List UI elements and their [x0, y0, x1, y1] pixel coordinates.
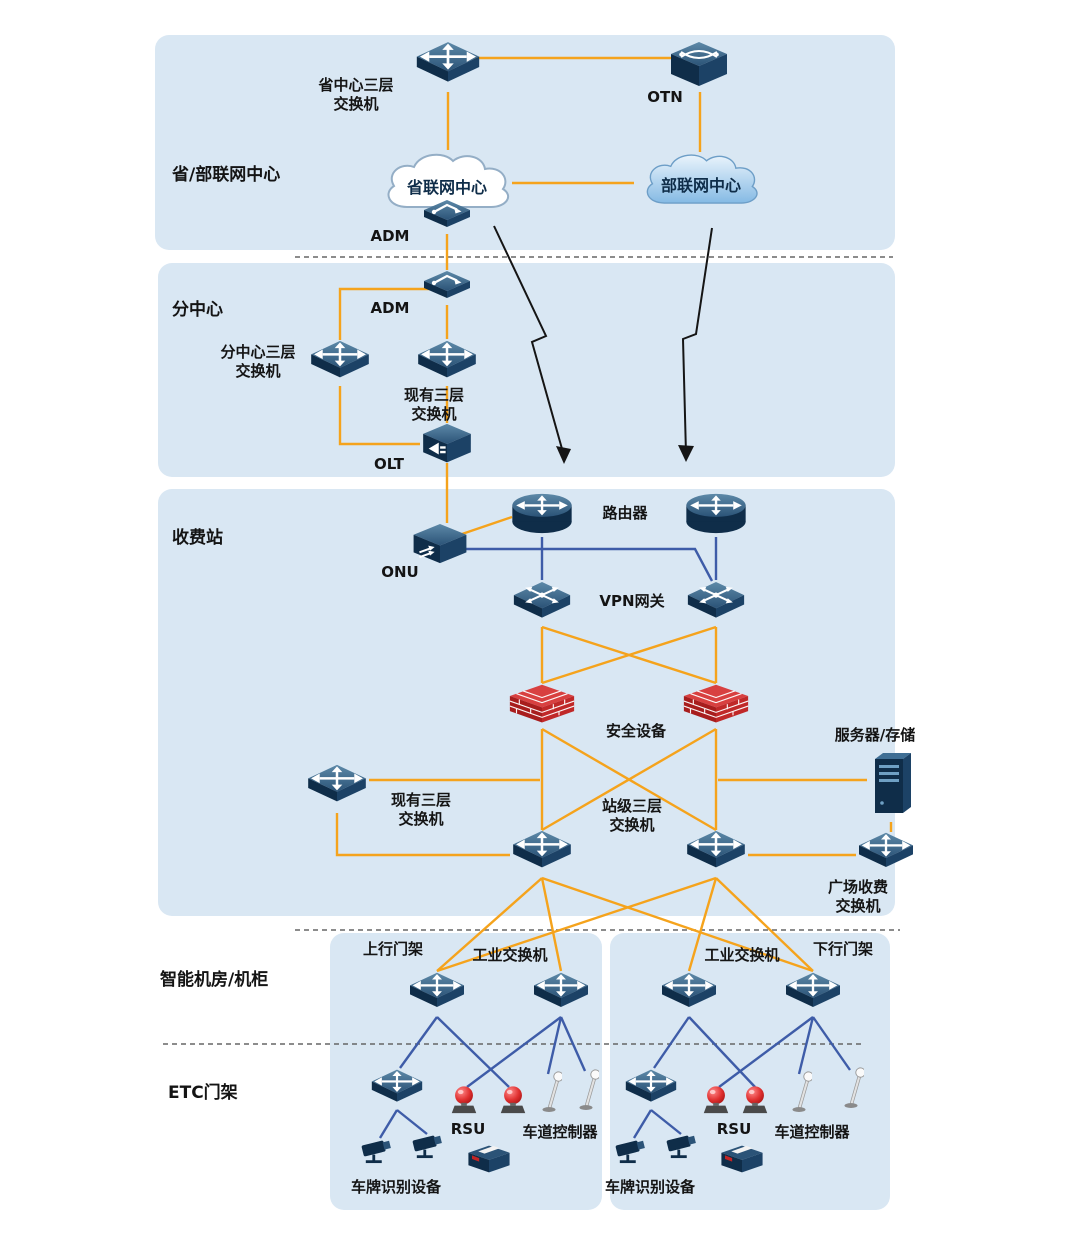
station-l3-switch-label: 站级三层 交换机 — [601, 797, 662, 834]
lightning-link-icon — [493, 225, 713, 464]
router-left-icon — [509, 492, 575, 536]
adm-upper-label: ADM — [370, 227, 410, 245]
otn-icon — [668, 40, 730, 92]
server-storage-label: 服务器/存储 — [834, 726, 916, 744]
server-storage-icon — [869, 751, 913, 819]
industrial-switch-2-icon — [532, 971, 590, 1016]
industrial-switch-right-label: 工业交换机 — [704, 946, 780, 964]
router-right-icon — [683, 492, 749, 536]
section-label-subcenter: 分中心 — [172, 300, 223, 320]
up-gantry-label: 上行门架 — [362, 940, 423, 958]
adm-lower-icon — [422, 269, 472, 307]
section-label-equipment-room: 智能机房/机柜 — [160, 970, 269, 990]
rsu-right-label: RSU — [716, 1120, 752, 1138]
plate-camera-icon — [612, 1134, 652, 1164]
rsu-beacon-icon — [496, 1084, 530, 1116]
plate-camera-icon — [358, 1134, 398, 1164]
plate-camera-icon — [663, 1129, 703, 1159]
section-label-etc-gantry: ETC门架 — [168, 1083, 238, 1103]
adm-upper-icon — [422, 198, 472, 236]
section-label-province-ministry: 省/部联网中心 — [172, 165, 281, 185]
etc-switch-left-icon — [370, 1068, 424, 1110]
rsu-left-label: RSU — [450, 1120, 486, 1138]
rsu-beacon-icon — [738, 1084, 772, 1116]
olt-icon — [419, 422, 475, 466]
province-l3-switch-label: 省中心三层 交换机 — [318, 76, 394, 113]
section-label-toll-station: 收费站 — [172, 528, 223, 548]
firewall-right-icon — [682, 682, 750, 729]
province-network-cloud-icon: 省联网中心 — [377, 146, 517, 220]
plaza-toll-switch-icon — [857, 831, 915, 876]
industrial-switch-left-label: 工业交换机 — [472, 946, 548, 964]
down-gantry-label: 下行门架 — [812, 940, 873, 958]
industrial-switch-1-icon — [408, 971, 466, 1016]
boundary-dashed-line — [163, 256, 900, 1045]
lane-controller-icon — [838, 1064, 864, 1110]
vpn-gateway-label: VPN网关 — [599, 592, 665, 610]
etc-switch-right-icon — [624, 1068, 678, 1110]
section-subcenter — [158, 263, 895, 477]
industrial-switch-3-icon — [660, 971, 718, 1016]
ticket-printer-icon — [465, 1142, 513, 1176]
ministry-cloud-label: 部联网中心 — [660, 176, 741, 195]
orange-links — [335, 56, 893, 973]
blue-links — [378, 537, 851, 1139]
existing-l3-switch-subcenter-icon — [415, 339, 479, 387]
security-device-label: 安全设备 — [605, 722, 666, 740]
rsu-beacon-icon — [447, 1084, 481, 1116]
ministry-network-cloud-icon: 部联网中心 — [633, 148, 769, 214]
rsu-beacon-icon — [699, 1084, 733, 1116]
existing-l3-switch-subcenter-label: 现有三层 交换机 — [403, 386, 464, 423]
adm-lower-label: ADM — [370, 299, 410, 317]
plaza-toll-switch-label: 广场收费 交换机 — [827, 878, 888, 915]
station-l3-switch-left-icon — [510, 829, 574, 877]
plate-recognition-right-label: 车牌识别设备 — [604, 1178, 695, 1196]
subcenter-l3-switch-icon — [308, 339, 372, 387]
subcenter-l3-switch-label: 分中心三层 交换机 — [220, 343, 296, 380]
plate-recognition-left-label: 车牌识别设备 — [350, 1178, 441, 1196]
onu-label: ONU — [381, 563, 419, 581]
otn-label: OTN — [647, 88, 683, 106]
lane-controller-icon — [786, 1068, 812, 1114]
vpn-gateway-right-icon — [686, 580, 746, 627]
existing-l3-switch-station-icon — [305, 763, 369, 811]
lane-controller-icon — [536, 1068, 562, 1114]
lane-controller-left-label: 车道控制器 — [522, 1123, 598, 1141]
province-l3-switch-icon — [411, 40, 485, 92]
station-l3-switch-right-icon — [684, 829, 748, 877]
ticket-printer-icon — [718, 1142, 766, 1176]
section-province-ministry-center — [155, 35, 895, 250]
province-cloud-label: 省联网中心 — [406, 178, 487, 197]
onu-icon — [411, 522, 469, 567]
router-label: 路由器 — [602, 504, 648, 522]
existing-l3-switch-station-label: 现有三层 交换机 — [390, 791, 451, 828]
lane-controller-icon — [573, 1066, 599, 1112]
olt-label: OLT — [373, 455, 405, 473]
firewall-left-icon — [508, 682, 576, 729]
lane-controller-right-label: 车道控制器 — [774, 1123, 850, 1141]
vpn-gateway-left-icon — [512, 580, 572, 627]
industrial-switch-4-icon — [784, 971, 842, 1016]
